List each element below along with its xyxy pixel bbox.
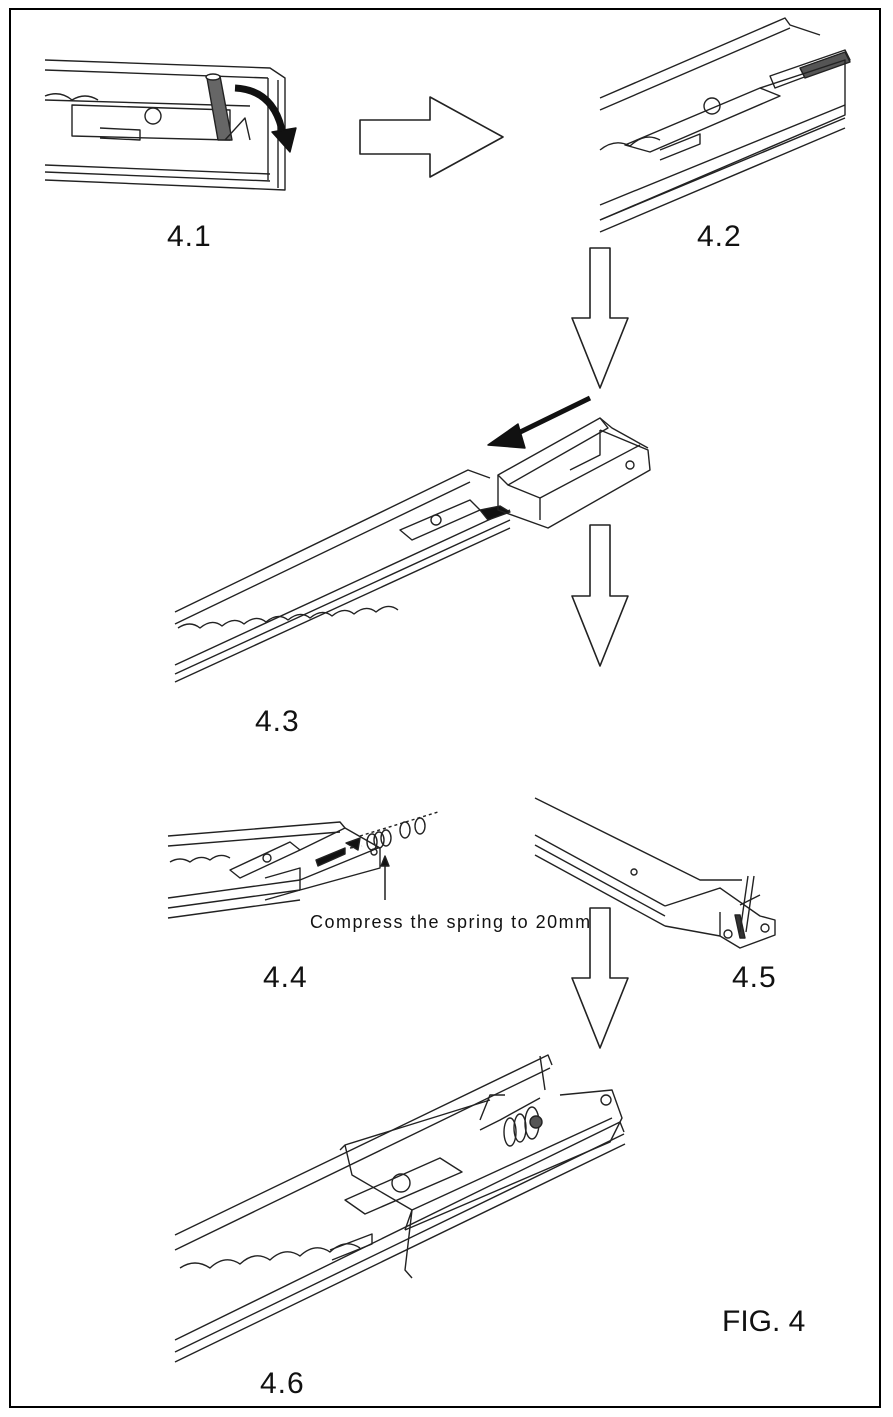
step-label-4-1: 4.1 [167,220,212,253]
step-label-4-2: 4.2 [697,220,742,253]
step-label-4-4: 4.4 [263,961,308,994]
figure-frame [9,8,881,1408]
figure-label: FIG. 4 [722,1305,806,1338]
arrow-down-icon [571,247,629,389]
insert-arrow-icon [508,395,592,440]
rail-illustration-4-4 [167,811,439,919]
arrow-down-icon [571,524,629,667]
spring-compression-note: Compress the spring to 20mm [310,912,592,932]
step-label-4-6: 4.6 [260,1367,305,1400]
curved-rotate-arrow-icon [234,84,287,136]
rail-illustration-4-1 [44,59,286,191]
rail-illustration-4-6 [174,1054,626,1363]
arrow-right-icon [359,96,504,178]
rail-illustration-4-3 [174,417,651,683]
step-label-4-5: 4.5 [732,961,777,994]
arrow-down-icon [571,907,629,1049]
step-label-4-3: 4.3 [255,705,300,738]
rail-illustration-4-5 [534,797,776,949]
rail-illustration-4-2 [599,17,851,233]
